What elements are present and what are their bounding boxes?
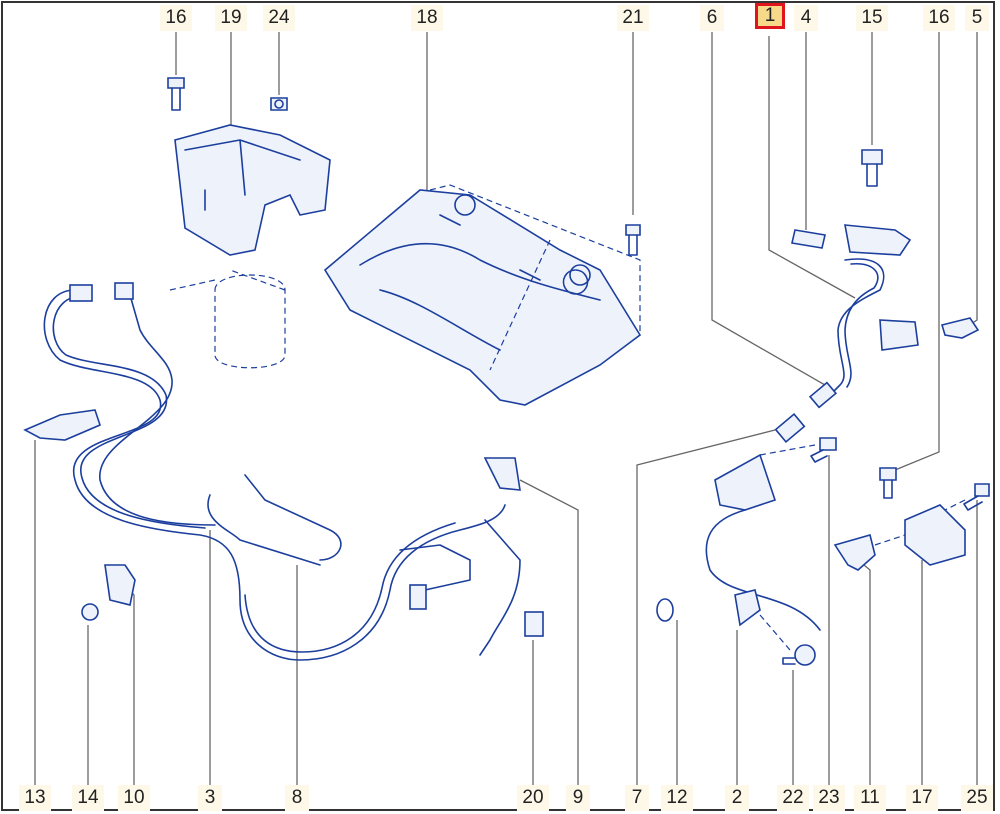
callout-2[interactable]: 2 (725, 785, 749, 811)
clip-part-5 (940, 317, 980, 339)
callout-14[interactable]: 14 (72, 785, 104, 811)
leader-lines (34, 32, 978, 785)
callout-18[interactable]: 18 (411, 5, 443, 31)
callout-4[interactable]: 4 (794, 5, 818, 31)
leader-7 (636, 429, 776, 785)
hose-part-6 (808, 381, 838, 409)
callout-12[interactable]: 12 (661, 785, 693, 811)
callout-1-selected[interactable]: 1 (755, 3, 785, 29)
callout-24[interactable]: 24 (263, 5, 295, 31)
bolt-part-22 (782, 644, 816, 666)
nut-part-24 (270, 97, 288, 111)
leader-6 (711, 32, 826, 386)
leader-10 (124, 584, 135, 785)
valve-part-17 (904, 504, 966, 566)
bolt-part-23 (810, 437, 837, 463)
callout-13[interactable]: 13 (19, 785, 51, 811)
callout-16[interactable]: 16 (160, 5, 192, 31)
engine-cover-part-18 (323, 189, 642, 406)
connector-part (409, 584, 427, 610)
bolt-part-16 (167, 77, 185, 111)
seal-part-12 (656, 598, 674, 622)
callout-20[interactable]: 20 (517, 785, 549, 811)
bolt-part-25 (963, 483, 990, 511)
callout-10[interactable]: 10 (118, 785, 150, 811)
leader-16-right (894, 32, 940, 471)
connector-part-20 (524, 611, 544, 637)
clip-part-13 (23, 409, 101, 441)
bracket-part (844, 224, 912, 256)
bolt-part-15 (861, 149, 883, 187)
callout-9[interactable]: 9 (566, 785, 590, 811)
callout-16-right[interactable]: 16 (923, 5, 955, 31)
fuel-pipe-bundle (43, 289, 506, 661)
callout-21[interactable]: 21 (617, 5, 649, 31)
leader-9 (519, 479, 579, 785)
leader-1 (768, 36, 856, 299)
callout-19[interactable]: 19 (215, 5, 247, 31)
pipe-part-1 (824, 258, 885, 401)
callout-22[interactable]: 22 (777, 785, 809, 811)
callout-17[interactable]: 17 (906, 785, 938, 811)
callout-8[interactable]: 8 (285, 785, 309, 811)
bracket-part-2 (714, 453, 777, 511)
callout-7[interactable]: 7 (625, 785, 649, 811)
callout-23[interactable]: 23 (813, 785, 845, 811)
sensor-part-4 (791, 229, 826, 249)
leader-5 (961, 32, 978, 331)
callout-6[interactable]: 6 (700, 5, 724, 31)
callout-11[interactable]: 11 (854, 785, 886, 811)
callout-5[interactable]: 5 (965, 5, 989, 31)
parts (23, 77, 990, 666)
bracket-part-9 (483, 457, 521, 491)
bolt-part-21 (625, 224, 641, 256)
bracket-part-11 (833, 534, 876, 571)
hose-part-7 (774, 413, 806, 443)
bracket-part-10 (104, 564, 136, 606)
callout-15[interactable]: 15 (856, 5, 888, 31)
leader-11 (857, 559, 871, 785)
callout-25[interactable]: 25 (961, 785, 993, 811)
bolt-part-16-right (879, 467, 897, 499)
callout-3[interactable]: 3 (198, 785, 222, 811)
nut-part-14 (81, 603, 99, 621)
